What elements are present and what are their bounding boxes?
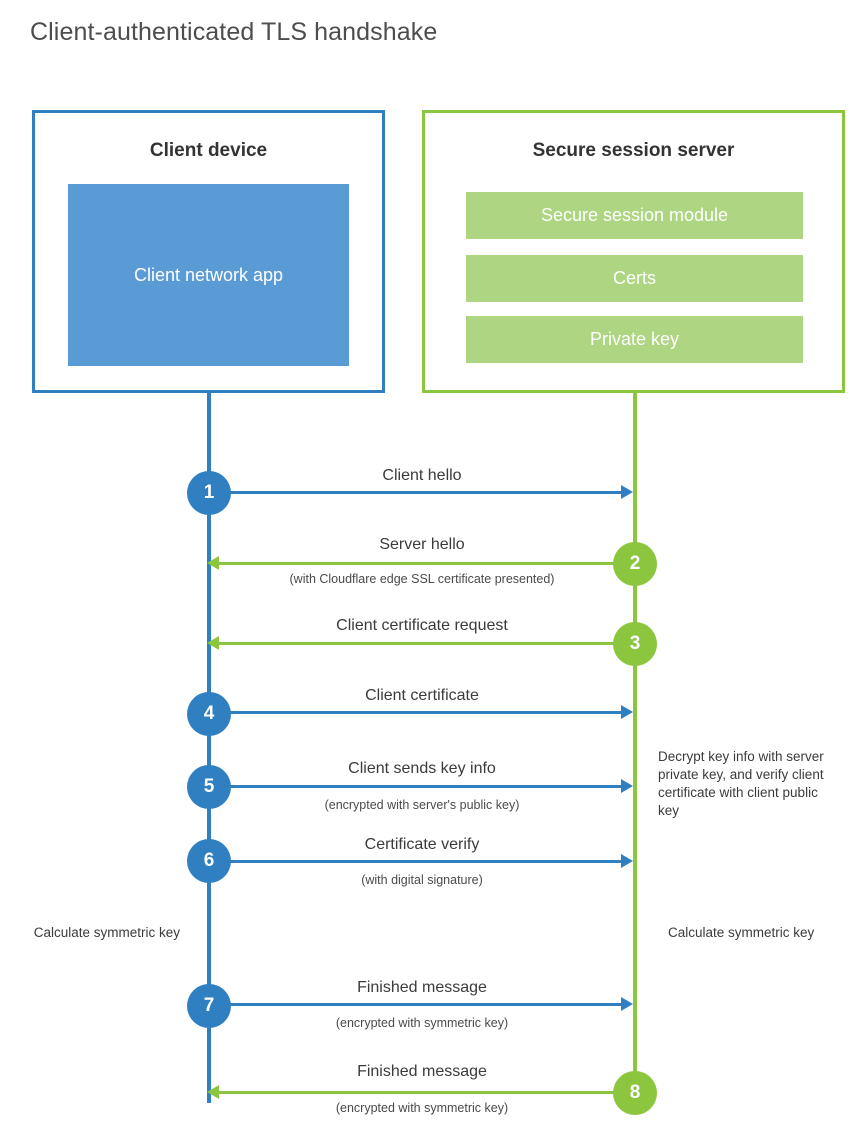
step-3-circle[interactable]: 3: [613, 622, 657, 666]
client-calculate-symmetric-key-note: Calculate symmetric key: [33, 925, 180, 940]
step-1-circle[interactable]: 1: [187, 471, 231, 515]
step-8-arrowhead-icon: [207, 1085, 219, 1099]
step-8-circle[interactable]: 8: [613, 1071, 657, 1115]
page-title: Client-authenticated TLS handshake: [30, 18, 438, 46]
step-7-arrowhead-icon: [621, 997, 633, 1011]
server-item-certs: Certs: [466, 255, 803, 302]
step-6-line: [209, 860, 621, 863]
server-item-private-key: Private key: [466, 316, 803, 363]
step-5-circle[interactable]: 5: [187, 765, 231, 809]
step-4-circle[interactable]: 4: [187, 692, 231, 736]
step-8-sublabel: (encrypted with symmetric key): [335, 1101, 509, 1115]
step-5-label: Client sends key info: [348, 760, 496, 777]
server-calculate-symmetric-key-note: Calculate symmetric key: [668, 925, 815, 940]
step-7-sublabel: (encrypted with symmetric key): [335, 1016, 509, 1030]
step-5-arrowhead-icon: [621, 779, 633, 793]
step-6-arrowhead-icon: [621, 854, 633, 868]
secure-session-server-title: Secure session server: [532, 140, 735, 161]
step-1-arrowhead-icon: [621, 485, 633, 499]
step-7-circle[interactable]: 7: [187, 984, 231, 1028]
step-4-arrowhead-icon: [621, 705, 633, 719]
step-8-label: Finished message: [357, 1063, 487, 1080]
server-lifeline: [633, 393, 637, 1095]
server-decrypt-note: Decrypt key info with server private key…: [658, 749, 824, 818]
step-3-arrowhead-icon: [207, 636, 219, 650]
client-device-box: Client device Client network app: [32, 110, 385, 393]
step-4-label: Client certificate: [365, 687, 479, 704]
step-6-circle[interactable]: 6: [187, 839, 231, 883]
step-4-line: [209, 711, 621, 714]
client-lifeline: [207, 393, 211, 1103]
server-item-secure-session-module: Secure session module: [466, 192, 803, 239]
secure-session-server-box: Secure session server Secure session mod…: [422, 110, 845, 393]
step-6-sublabel: (with digital signature): [361, 873, 483, 887]
step-8-line: [219, 1091, 633, 1094]
step-2-sublabel: (with Cloudflare edge SSL certificate pr…: [289, 572, 555, 586]
client-device-title: Client device: [149, 140, 268, 161]
step-5-line: [209, 785, 621, 788]
step-3-line: [219, 642, 633, 645]
step-5-sublabel: (encrypted with server's public key): [324, 798, 520, 812]
step-2-label: Server hello: [379, 536, 465, 553]
step-2-line: [219, 562, 633, 565]
step-1-line: [209, 491, 621, 494]
client-network-app-block: Client network app: [68, 184, 349, 366]
step-2-arrowhead-icon: [207, 556, 219, 570]
step-3-label: Client certificate request: [336, 617, 508, 634]
step-6-label: Certificate verify: [364, 836, 480, 853]
step-7-label: Finished message: [357, 979, 487, 996]
step-7-line: [209, 1003, 621, 1006]
step-1-label: Client hello: [382, 467, 462, 484]
step-2-circle[interactable]: 2: [613, 542, 657, 586]
